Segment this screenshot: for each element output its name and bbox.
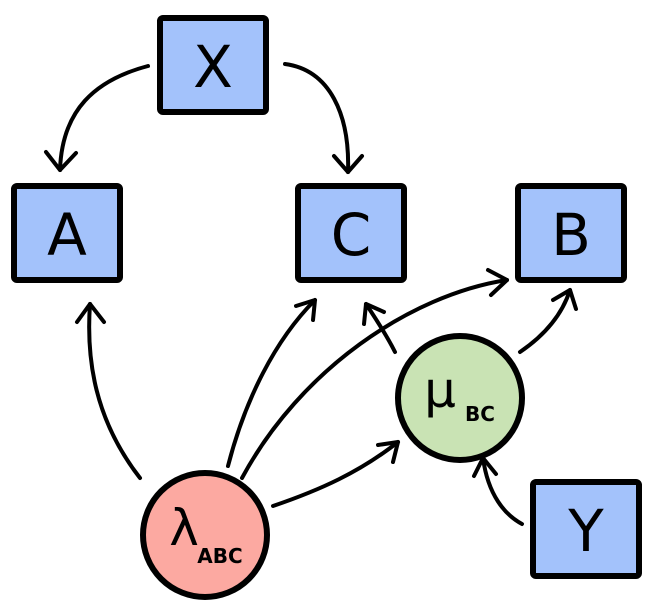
edge-lambda-to-mu — [271, 440, 400, 508]
edge-mu-to-b — [518, 288, 578, 354]
node-x: X — [157, 15, 269, 115]
edge-y-to-mu — [472, 456, 524, 526]
edge-lambda-to-c — [226, 298, 317, 468]
node-b-label: B — [551, 201, 591, 269]
edge-x-to-a — [44, 64, 150, 172]
node-c-label: C — [331, 201, 372, 269]
edge-mu-to-c — [362, 302, 397, 354]
node-mu-symbol: μ — [424, 361, 456, 419]
node-lambda: λ ABC — [140, 470, 270, 600]
node-a-label: A — [47, 201, 87, 269]
edges — [44, 62, 578, 526]
node-mu: μ BC — [395, 333, 525, 463]
edge-lambda-to-b — [240, 268, 509, 480]
node-x-label: X — [193, 33, 233, 101]
node-lambda-symbol: λ — [169, 499, 199, 557]
node-lambda-subscript: ABC — [197, 544, 242, 568]
edge-lambda-to-a — [75, 302, 142, 480]
node-b: B — [515, 183, 627, 283]
node-c: C — [295, 183, 407, 283]
edge-x-to-c — [283, 62, 364, 174]
node-y: Y — [530, 479, 642, 579]
node-mu-subscript: BC — [465, 402, 495, 426]
node-a: A — [11, 183, 123, 283]
node-y-label: Y — [567, 497, 604, 565]
